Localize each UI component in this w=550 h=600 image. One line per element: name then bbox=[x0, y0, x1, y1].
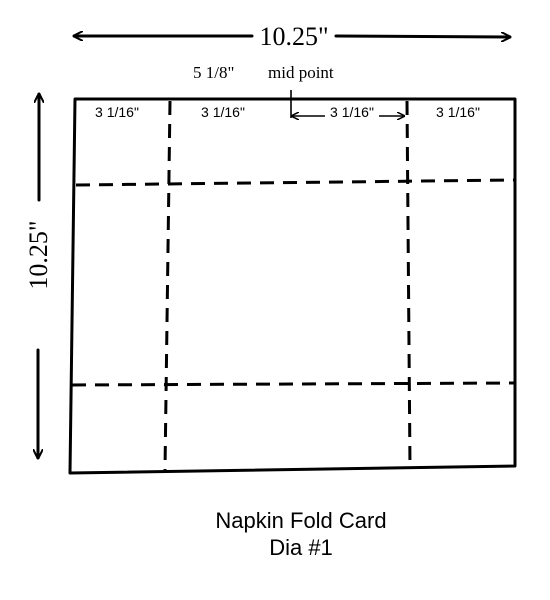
fold-line-horizontal-2 bbox=[71, 381, 515, 387]
caption-subtitle: Dia #1 bbox=[269, 535, 333, 560]
panel-width-label-2: 3 1/16" bbox=[201, 104, 245, 120]
midpoint-value: 5 1/8" bbox=[193, 63, 234, 82]
panel-width-label-4: 3 1/16" bbox=[436, 104, 480, 120]
card-outline bbox=[68, 97, 517, 475]
fold-line-vertical-1 bbox=[163, 100, 172, 471]
caption-title: Napkin Fold Card bbox=[215, 508, 386, 533]
panel-width-label-1: 3 1/16" bbox=[95, 104, 139, 120]
width-arrow-right bbox=[334, 36, 512, 37]
fold-line-vertical-2 bbox=[405, 100, 412, 468]
panel-width-label-3: 3 1/16" bbox=[330, 104, 374, 120]
fold-line-horizontal-1 bbox=[75, 178, 515, 187]
height-label: 10.25" bbox=[24, 220, 53, 289]
midpoint-label: mid point bbox=[268, 63, 334, 82]
width-label: 10.25" bbox=[259, 22, 328, 51]
